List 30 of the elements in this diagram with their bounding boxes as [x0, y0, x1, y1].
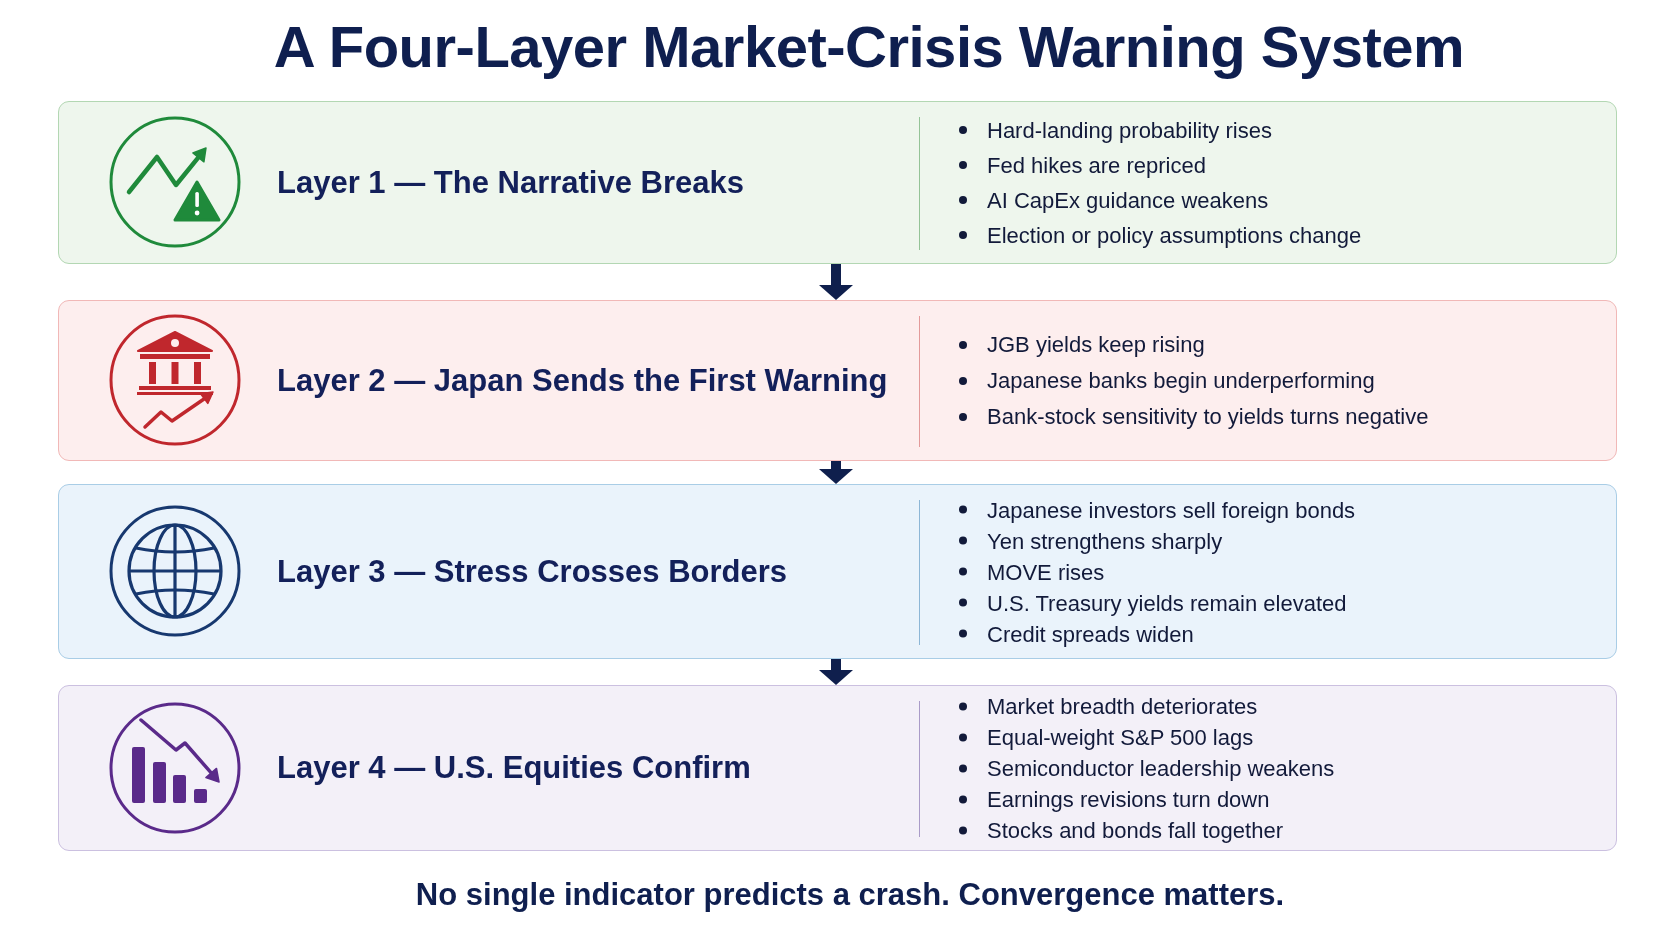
- bullet-item: AI CapEx guidance weakens: [956, 182, 1362, 218]
- bullet-item: Hard-landing probability rises: [956, 112, 1362, 148]
- arrow: [819, 264, 853, 300]
- bullet-item: Japanese investors sell foreign bonds: [956, 494, 1356, 525]
- layer-panel: [58, 300, 1617, 461]
- layer-panel: [58, 101, 1617, 264]
- bullet-item: JGB yields keep rising: [956, 326, 1429, 363]
- bullet-item: Credit spreads widen: [956, 618, 1356, 649]
- arrow: [819, 659, 853, 685]
- arrow: [819, 461, 853, 484]
- layer-heading: Layer 3 — Stress Crosses Borders: [277, 552, 788, 591]
- bullet-item: U.S. Treasury yields remain elevated: [956, 587, 1356, 618]
- bullet-item: Japanese banks begin underperforming: [956, 362, 1429, 399]
- bullet-item: Election or policy assumptions change: [956, 217, 1362, 253]
- layer-heading: Layer 4 — U.S. Equities Confirm: [277, 749, 751, 787]
- diagram-title: A Four-Layer Market-Crisis Warning System: [273, 14, 1465, 80]
- layer-panel: [58, 484, 1617, 659]
- layer-heading: Layer 1 — The Narrative Breaks: [277, 163, 744, 202]
- bullet-item: Bank-stock sensitivity to yields turns negative: [956, 398, 1429, 435]
- diagram-caption: No single indicator predicts a crash. Convergence matters.: [415, 877, 1285, 913]
- bullet-item: Market breadth deteriorates: [956, 690, 1335, 722]
- layer-heading: Layer 2 — Japan Sends the First Warning: [277, 361, 888, 400]
- layer-panel: [58, 685, 1617, 851]
- bullet-item: Fed hikes are repriced: [956, 147, 1362, 183]
- bullet-item: Stocks and bonds fall together: [956, 814, 1335, 846]
- bullet-item: Semiconductor leadership weakens: [956, 752, 1335, 784]
- bullet-item: MOVE rises: [956, 556, 1356, 587]
- bullet-item: Earnings revisions turn down: [956, 783, 1335, 815]
- bullet-item: Equal-weight S&P 500 lags: [956, 721, 1335, 753]
- bullet-item: Yen strengthens sharply: [956, 525, 1356, 556]
